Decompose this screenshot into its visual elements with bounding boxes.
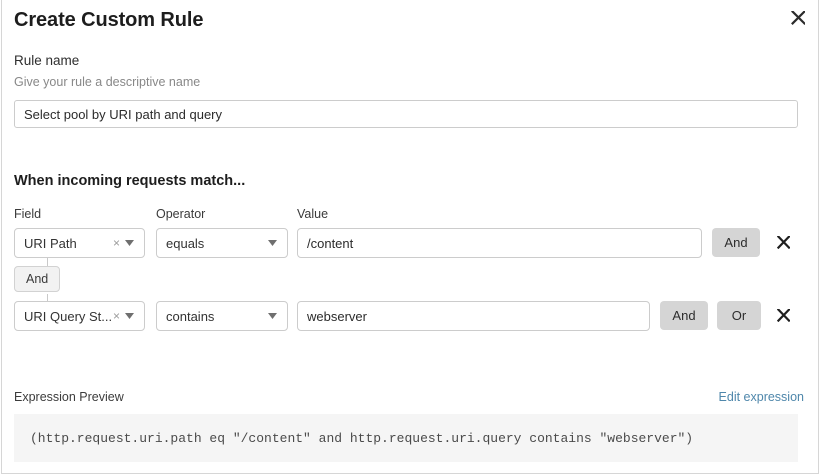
delete-row-1-button[interactable] [772,228,794,257]
connector-line-top [47,258,48,266]
value-input-1[interactable] [297,228,702,258]
condition-row: URI Path × equals And [0,228,820,258]
field-select-1[interactable]: URI Path × [14,228,145,258]
operator-select-2-value: contains [166,308,215,324]
operator-select-2[interactable]: contains [156,301,288,331]
column-header-operator: Operator [156,207,206,221]
match-section-heading: When incoming requests match... [14,173,246,189]
delete-row-2-button[interactable] [772,301,794,330]
rule-name-hint: Give your rule a descriptive name [14,75,201,89]
field-select-2-value: URI Query St... [24,308,111,324]
expression-code: (http.request.uri.path eq "/content" and… [30,430,694,446]
rule-name-label: Rule name [14,53,80,68]
expression-preview-label: Expression Preview [14,390,124,404]
close-icon [776,236,790,249]
field-select-1-value: URI Path [24,235,77,251]
chevron-down-icon [268,313,277,319]
and-button-row-1[interactable]: And [712,228,760,257]
clear-icon[interactable]: × [112,236,120,250]
row-connector: And [14,258,134,304]
field-select-2[interactable]: URI Query St... × [14,301,145,331]
condition-row: URI Query St... × contains And Or [0,301,820,331]
close-icon [776,309,790,322]
chevron-down-icon [125,313,134,319]
operator-select-1[interactable]: equals [156,228,288,258]
connector-line-bottom [47,294,48,302]
close-icon [791,11,805,25]
column-header-value: Value [297,207,329,221]
column-header-field: Field [14,207,42,221]
value-input-2[interactable] [297,301,650,331]
rule-name-input[interactable] [14,100,798,128]
page-title: Create Custom Rule [14,9,204,31]
connector-and-badge[interactable]: And [14,266,61,292]
or-button-row-2[interactable]: Or [717,301,761,330]
chevron-down-icon [268,240,277,246]
clear-icon[interactable]: × [112,309,120,323]
close-dialog-button[interactable] [787,7,809,29]
edit-expression-link[interactable]: Edit expression [718,390,804,404]
and-button-row-2[interactable]: And [660,301,708,330]
chevron-down-icon [125,240,134,246]
expression-preview-box: (http.request.uri.path eq "/content" and… [14,414,798,462]
operator-select-1-value: equals [166,235,205,251]
